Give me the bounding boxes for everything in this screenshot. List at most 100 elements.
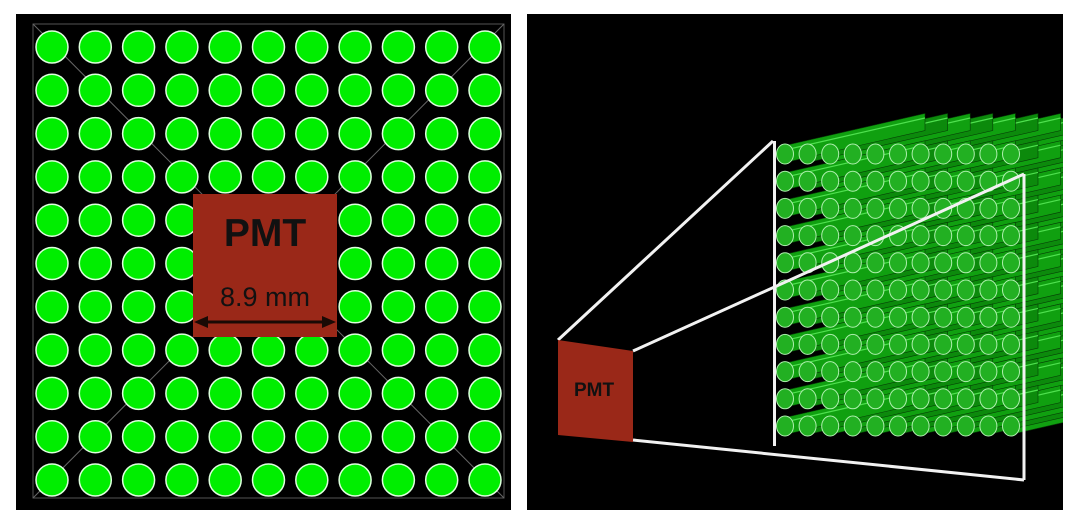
fiber-end-face [843,279,862,301]
dimension-label: 8.9 mm [220,282,310,312]
fiber-end [121,73,156,108]
fiber-end-face [889,170,907,192]
fiber-end [251,419,286,454]
fiber-end [424,419,459,454]
fiber-end [251,333,286,367]
fiber-end-face [821,197,840,219]
fiber-end [424,246,459,281]
fiber-end-face [1002,252,1020,274]
fiber-end-face [979,279,998,301]
fiber-end-face [798,225,817,247]
fiber-end-face [911,333,930,355]
fiber-end [208,376,242,411]
fiber-end-face [843,415,862,437]
fiber-end [295,30,329,64]
fiber-end-face [934,170,953,192]
fiber-end [208,463,242,497]
fiber-end [381,290,416,324]
fiber-end [78,419,113,454]
fiber-end [208,419,242,454]
fiber-end [35,73,69,108]
fiber-end-face [1002,361,1020,383]
fiber-end-face [821,361,840,383]
fiber-end [35,376,69,411]
fiber-end-face [1002,279,1020,301]
fiber-end [251,116,286,151]
fiber-end [424,290,459,324]
fiber-end [165,73,199,108]
fiber-end [35,116,69,151]
fiber-end-face [956,333,975,355]
fiber-end-face [843,225,862,247]
fiber-end [208,160,242,194]
fiber-end-face [866,361,885,383]
fiber-end [35,290,69,324]
fiber-end [295,160,329,194]
fiber-end [295,333,329,367]
fiber-end-face [866,170,885,192]
fiber-end-face [843,361,862,383]
fiber-end [295,73,329,108]
fiber-end-face [911,361,930,383]
fiber-end-face [979,415,998,437]
fiber-end [208,73,242,108]
pmt-square [193,194,337,337]
fiber-end [78,246,113,281]
fiber-end-face [934,415,953,437]
fiber-end-face [889,388,907,410]
fiber-end [121,290,156,324]
fiber-end-face [843,197,862,219]
fiber-end [78,290,113,324]
fiber-end-face [911,415,930,437]
fiber-end-face [956,143,975,165]
fiber-end-face [979,388,998,410]
pmt-block: PMT [558,340,633,442]
fiber-end-face [889,143,907,165]
fiber-end-face [776,333,794,355]
perspective-view-panel: PMT [527,14,1063,510]
fiber-end-face [889,197,907,219]
fiber-end-face [979,252,998,274]
fiber-end [35,203,69,237]
fiber-end [295,116,329,151]
fiber-end-face [776,252,794,274]
perspective-view-diagram: PMT [527,14,1063,510]
fiber-end-face [956,279,975,301]
fiber-end [121,30,156,64]
fiber-end-face [911,143,930,165]
fiber-end [165,160,199,194]
fiber-end-face [843,306,862,328]
fiber-end-face [843,333,862,355]
fiber-end [424,376,459,411]
fiber-end [468,73,502,108]
fiber-end [78,160,113,194]
fiber-end-face [934,143,953,165]
fiber-end [121,116,156,151]
fiber-end-face [979,197,998,219]
fiber-end [424,463,459,497]
fiber-end-face [866,143,885,165]
fiber-end [121,419,156,454]
fiber-end-face [776,225,794,247]
fiber-end-face [979,225,998,247]
fiber-end-face [934,306,953,328]
fiber-end-face [866,306,885,328]
fiber-end-face [776,143,794,165]
fiber-end [468,30,502,64]
fiber-end-face [979,143,998,165]
fiber-end-face [934,279,953,301]
bundle-face-left-edge [773,141,776,446]
fiber-end [381,203,416,237]
fiber-end-face [843,388,862,410]
projection-lines [556,139,1025,482]
pmt-window: PMT 8.9 mm [193,194,337,337]
fiber-end [78,203,113,237]
fiber-end [208,116,242,151]
fiber-end-face [911,197,930,219]
fiber-end-face [979,361,998,383]
fiber-end [381,160,416,194]
fiber-end-face [821,143,840,165]
fiber-end-face [866,333,885,355]
fiber-end [424,30,459,64]
fiber-end-face [911,225,930,247]
